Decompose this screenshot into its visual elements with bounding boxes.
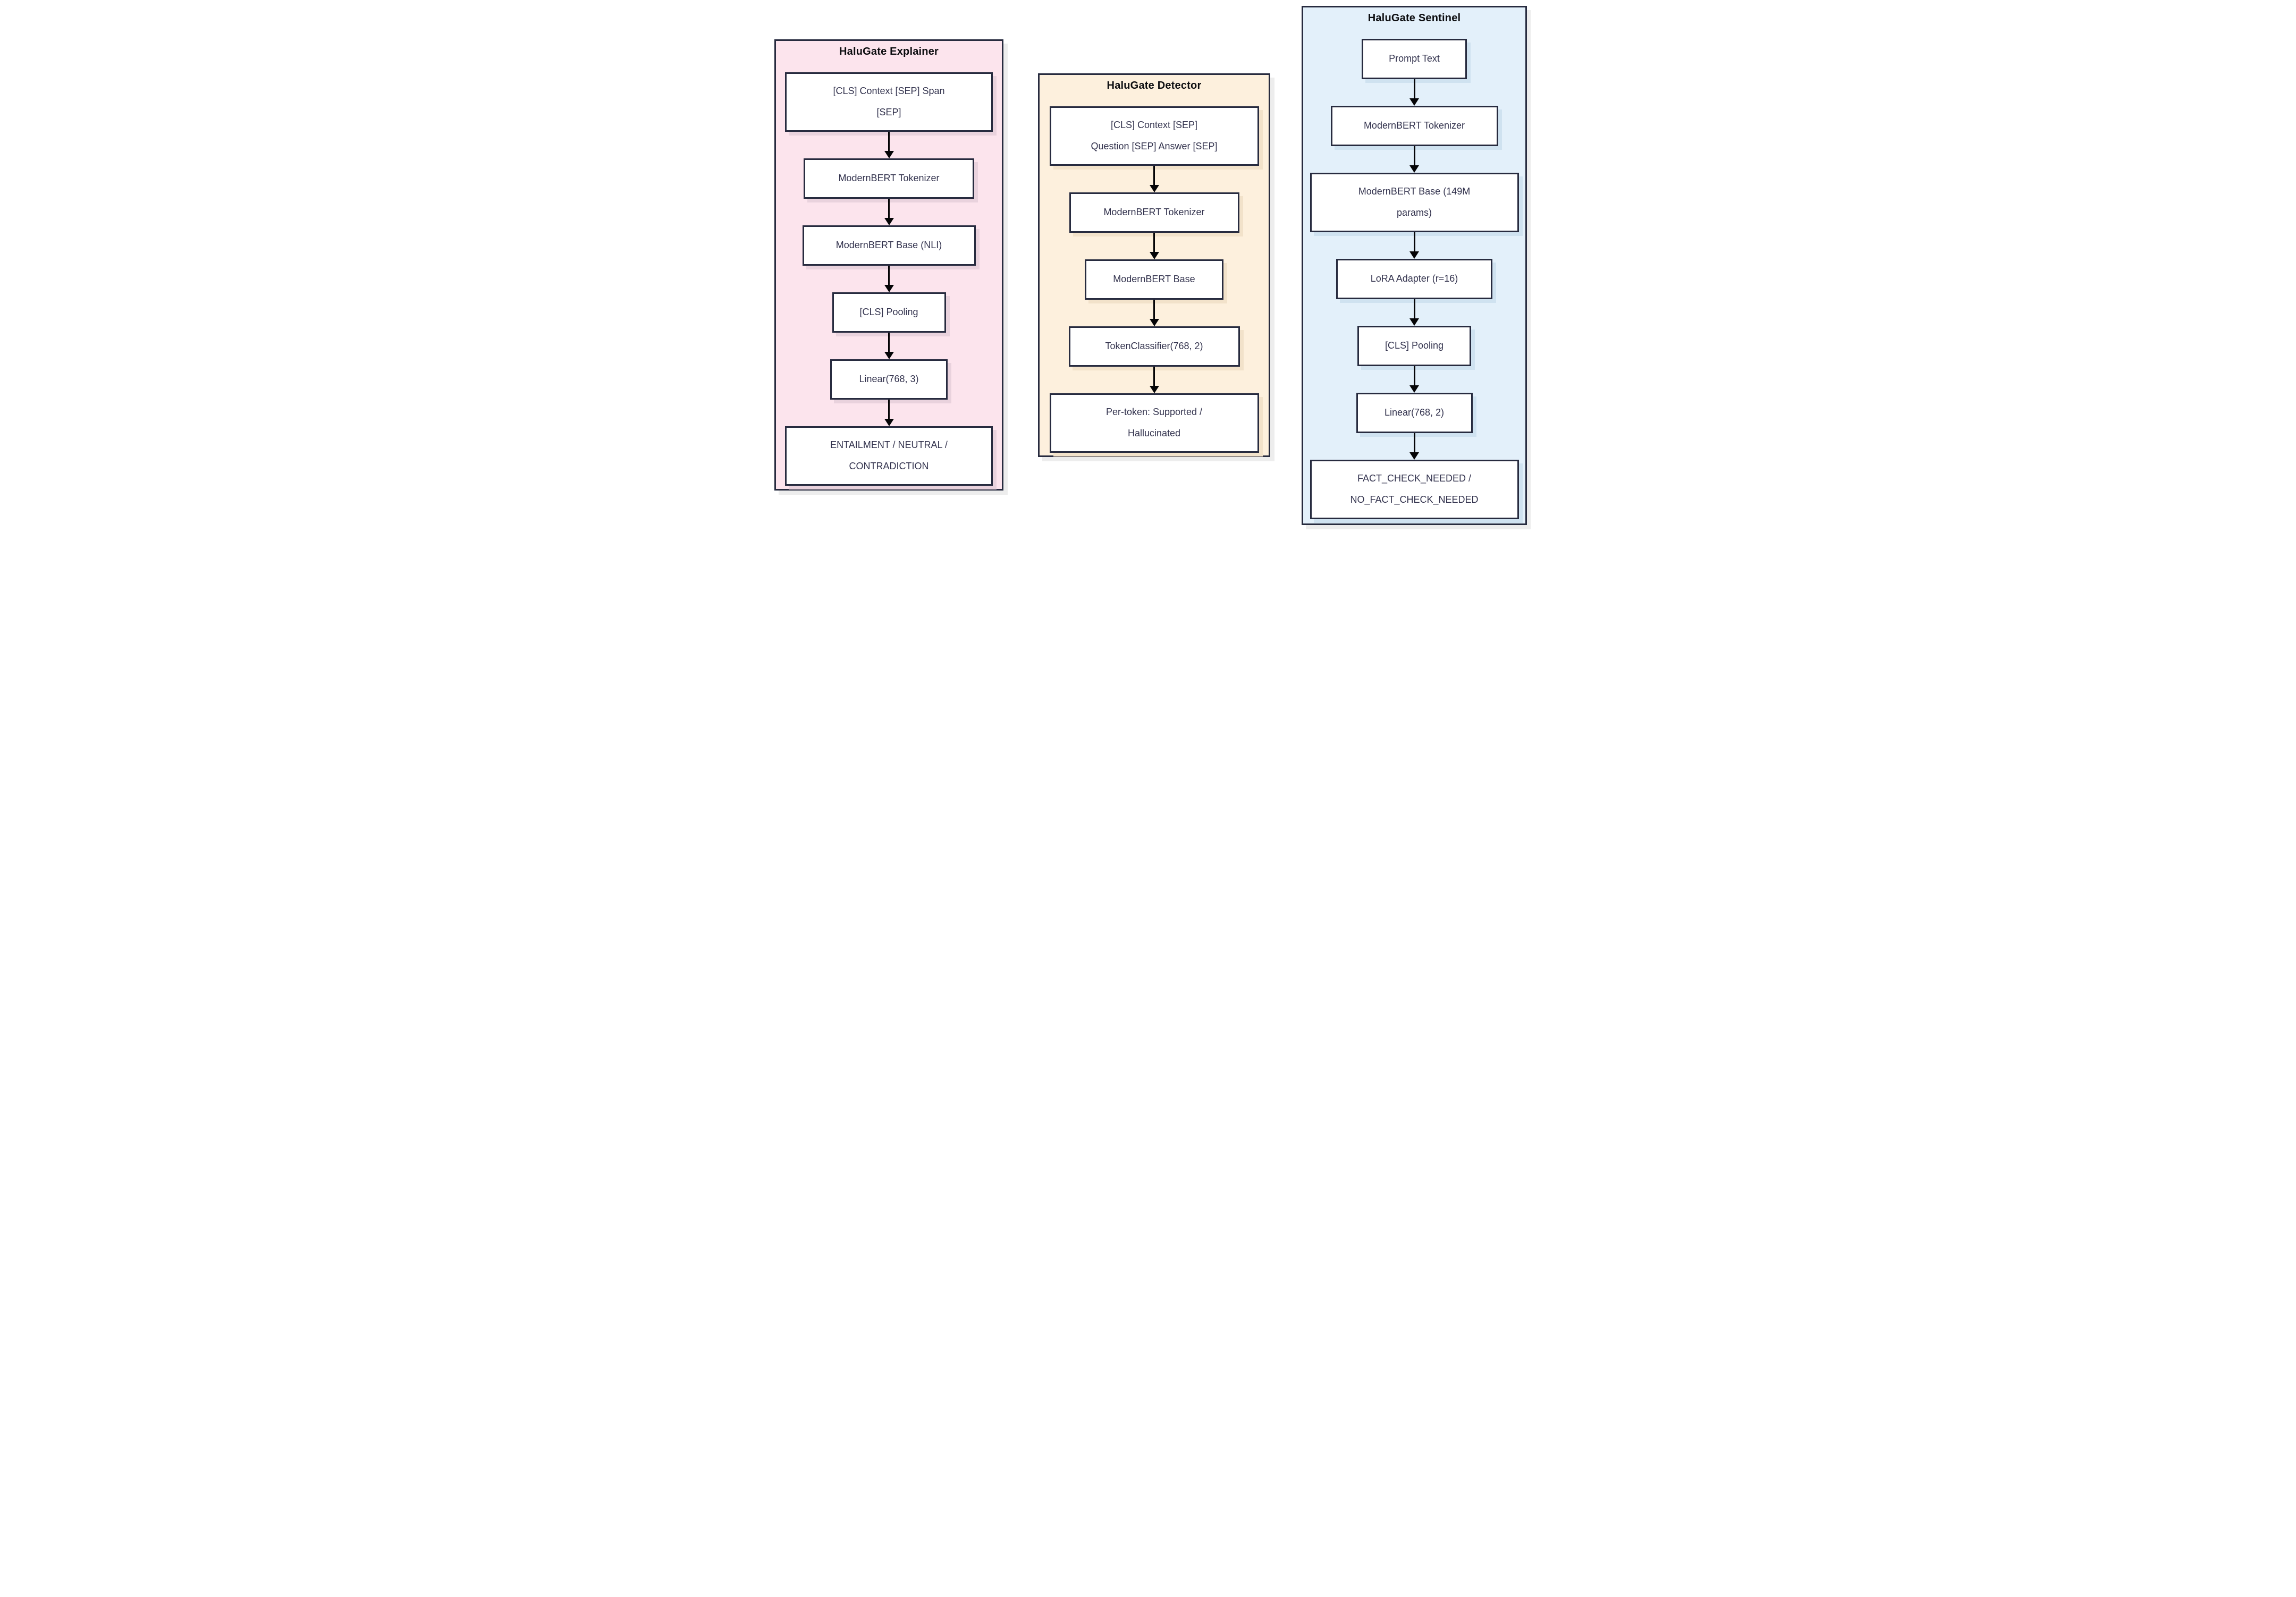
node-detector-classifier: TokenClassifier(768, 2) [1068,326,1240,367]
arrow-down-icon [884,352,894,359]
node-detector-output: Per-token: Supported / Hallucinated [1049,393,1259,453]
node-sentinel-lora: LoRA Adapter (r=16) [1336,259,1492,299]
node-sentinel-encoder: ModernBERT Base (149M params) [1310,173,1519,232]
arrow-down-icon [1409,452,1419,460]
arrow-shaft [1413,146,1415,165]
node-sentinel-output: FACT_CHECK_NEEDED / NO_FACT_CHECK_NEEDED [1310,460,1519,519]
arrow-down-icon [1409,251,1419,259]
arrow-shaft [1413,433,1415,452]
node-detector-encoder: ModernBERT Base [1085,259,1223,300]
arrow-down-icon [1149,386,1159,393]
arrow-down-icon [884,285,894,292]
flow-arrow [1409,146,1419,173]
flow-arrow [1409,433,1419,460]
arrow-shaft [1153,367,1155,386]
node-detector-input: [CLS] Context [SEP] Question [SEP] Answe… [1049,106,1259,166]
arrow-shaft [1413,366,1415,385]
node-explainer-encoder: ModernBERT Base (NLI) [802,225,976,266]
panel-detector-title: HaluGate Detector [1107,80,1202,91]
arrow-shaft [1153,300,1155,319]
arrow-shaft [888,132,890,151]
node-explainer-output: ENTAILMENT / NEUTRAL / CONTRADICTION [785,426,993,486]
flow-arrow [1409,299,1419,326]
node-explainer-input: [CLS] Context [SEP] Span [SEP] [785,72,993,132]
node-sentinel-pooling: [CLS] Pooling [1357,326,1471,366]
panel-sentinel-title: HaluGate Sentinel [1368,12,1461,24]
arrow-shaft [1413,79,1415,98]
node-sentinel-linear: Linear(768, 2) [1356,393,1473,433]
flow-arrow [1409,366,1419,393]
arrow-shaft [888,333,890,352]
flow-arrow [1409,79,1419,106]
node-explainer-tokenizer: ModernBERT Tokenizer [804,158,974,199]
node-detector-tokenizer: ModernBERT Tokenizer [1069,192,1239,233]
arrow-down-icon [1149,185,1159,192]
flow-arrow [884,199,894,225]
arrow-down-icon [1409,98,1419,106]
flow-arrow [884,333,894,359]
flow-arrow [1149,233,1159,259]
arrow-down-icon [1149,319,1159,326]
arrow-down-icon [1409,385,1419,393]
node-explainer-linear: Linear(768, 3) [830,359,948,400]
flow-arrow [1149,166,1159,192]
flow-arrow [884,132,894,158]
flow-arrow [884,400,894,426]
arrow-down-icon [884,151,894,158]
flow-arrow [1409,232,1419,259]
panel-sentinel: HaluGate Sentinel Prompt Text ModernBERT… [1302,6,1527,525]
arrow-shaft [1413,299,1415,318]
panel-detector: HaluGate Detector [CLS] Context [SEP] Qu… [1038,73,1270,457]
panel-explainer: HaluGate Explainer [CLS] Context [SEP] S… [774,39,1003,491]
arrow-shaft [888,266,890,285]
arrow-down-icon [1409,318,1419,326]
node-explainer-pooling: [CLS] Pooling [832,292,946,333]
arrow-down-icon [1409,165,1419,173]
arrow-shaft [888,199,890,218]
diagram-canvas: HaluGate Explainer [CLS] Context [SEP] S… [765,0,1531,533]
arrow-down-icon [884,218,894,225]
panel-explainer-title: HaluGate Explainer [839,46,939,57]
arrow-down-icon [884,419,894,426]
arrow-down-icon [1149,252,1159,259]
flow-arrow [1149,300,1159,326]
node-sentinel-input: Prompt Text [1362,39,1467,79]
flow-arrow [884,266,894,292]
arrow-shaft [1153,233,1155,252]
arrow-shaft [888,400,890,419]
arrow-shaft [1413,232,1415,251]
flow-arrow [1149,367,1159,393]
node-sentinel-tokenizer: ModernBERT Tokenizer [1330,106,1498,146]
arrow-shaft [1153,166,1155,185]
